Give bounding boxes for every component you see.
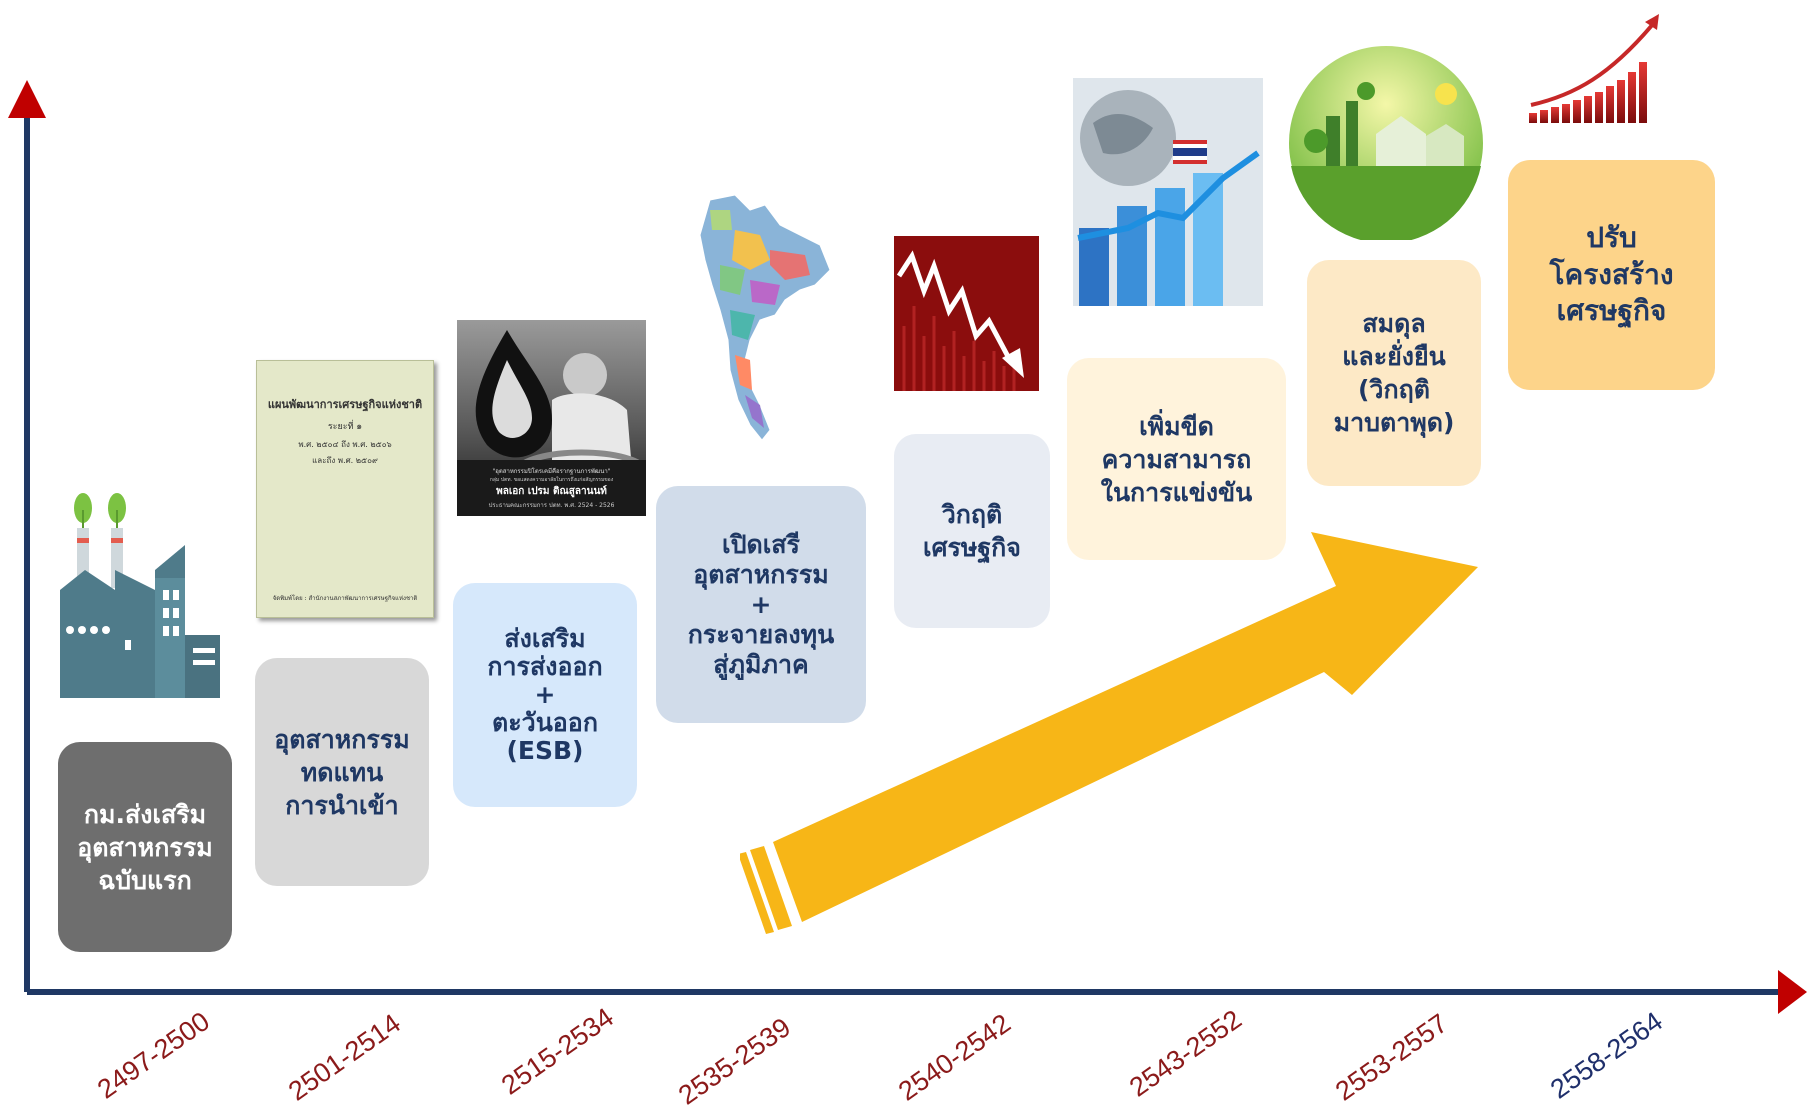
- stage-box-5: วิกฤติ เศรษฐกิจ: [894, 434, 1050, 628]
- portrait-role: ประธานคณะกรรมการ ปตท. พ.ศ. 2524 - 2526: [488, 502, 615, 509]
- factory-icon: [60, 493, 220, 698]
- big-trend-arrow: [740, 532, 1478, 934]
- portrait-quote: "อุตสาหกรรมปิโตรเคมีคือรากฐานการพัฒนา": [492, 468, 611, 475]
- plan-document-image: แผนพัฒนาการเศรษฐกิจแห่งชาติ ระยะที่ ๑ พ.…: [256, 360, 434, 618]
- global-growth-image: [1073, 78, 1263, 306]
- portrait-org: กลุ่ม ปตท. ขอแสดงความอาลัยในการถึงแก่อสั…: [489, 477, 614, 483]
- x-axis-arrowhead: [1778, 970, 1807, 1014]
- stage-box-3: ส่งเสริม การส่งออก + ตะวันออก (ESB): [453, 583, 637, 807]
- thailand-map-image: [699, 194, 831, 441]
- plan-doc-line4: และถึง พ.ศ. ๒๕๐๙: [312, 456, 378, 465]
- plan-doc-line3: พ.ศ. ๒๕๐๔ ถึง พ.ศ. ๒๕๐๖: [298, 440, 392, 449]
- plan-doc-footer: จัดพิมพ์โดย : สำนักงานสภาพัฒนาการเศรษฐกิ…: [272, 595, 418, 602]
- stage-box-6: เพิ่มขีด ความสามารถ ในการแข่งขัน: [1067, 358, 1286, 560]
- green-city-image: [1289, 46, 1483, 240]
- y-axis-arrowhead: [8, 80, 46, 118]
- growth-bars-icon: [1529, 14, 1659, 123]
- plan-doc-line2: ระยะที่ ๑: [327, 422, 363, 432]
- plan-doc-title: แผนพัฒนาการเศรษฐกิจแห่งชาติ: [267, 398, 423, 411]
- portrait-name: พลเอก เปรม ติณสูลานนท์: [496, 486, 607, 497]
- stage-box-1: กม.ส่งเสริม อุตสาหกรรม ฉบับแรก: [58, 742, 232, 952]
- stage-box-7: สมดุล และยั่งยืน (วิกฤติ มาบตาพุด): [1307, 260, 1481, 486]
- stage-box-4: เปิดเสรี อุตสาหกรรม + กระจายลงทุน สู่ภูม…: [656, 486, 866, 723]
- stage-box-2: อุตสาหกรรม ทดแทน การนำเข้า: [255, 658, 429, 886]
- stage-box-8: ปรับ โครงสร้าง เศรษฐกิจ: [1508, 160, 1715, 390]
- crisis-chart-image: [894, 236, 1039, 391]
- leader-portrait-image: "อุตสาหกรรมปิโตรเคมีคือรากฐานการพัฒนา" ก…: [457, 320, 646, 516]
